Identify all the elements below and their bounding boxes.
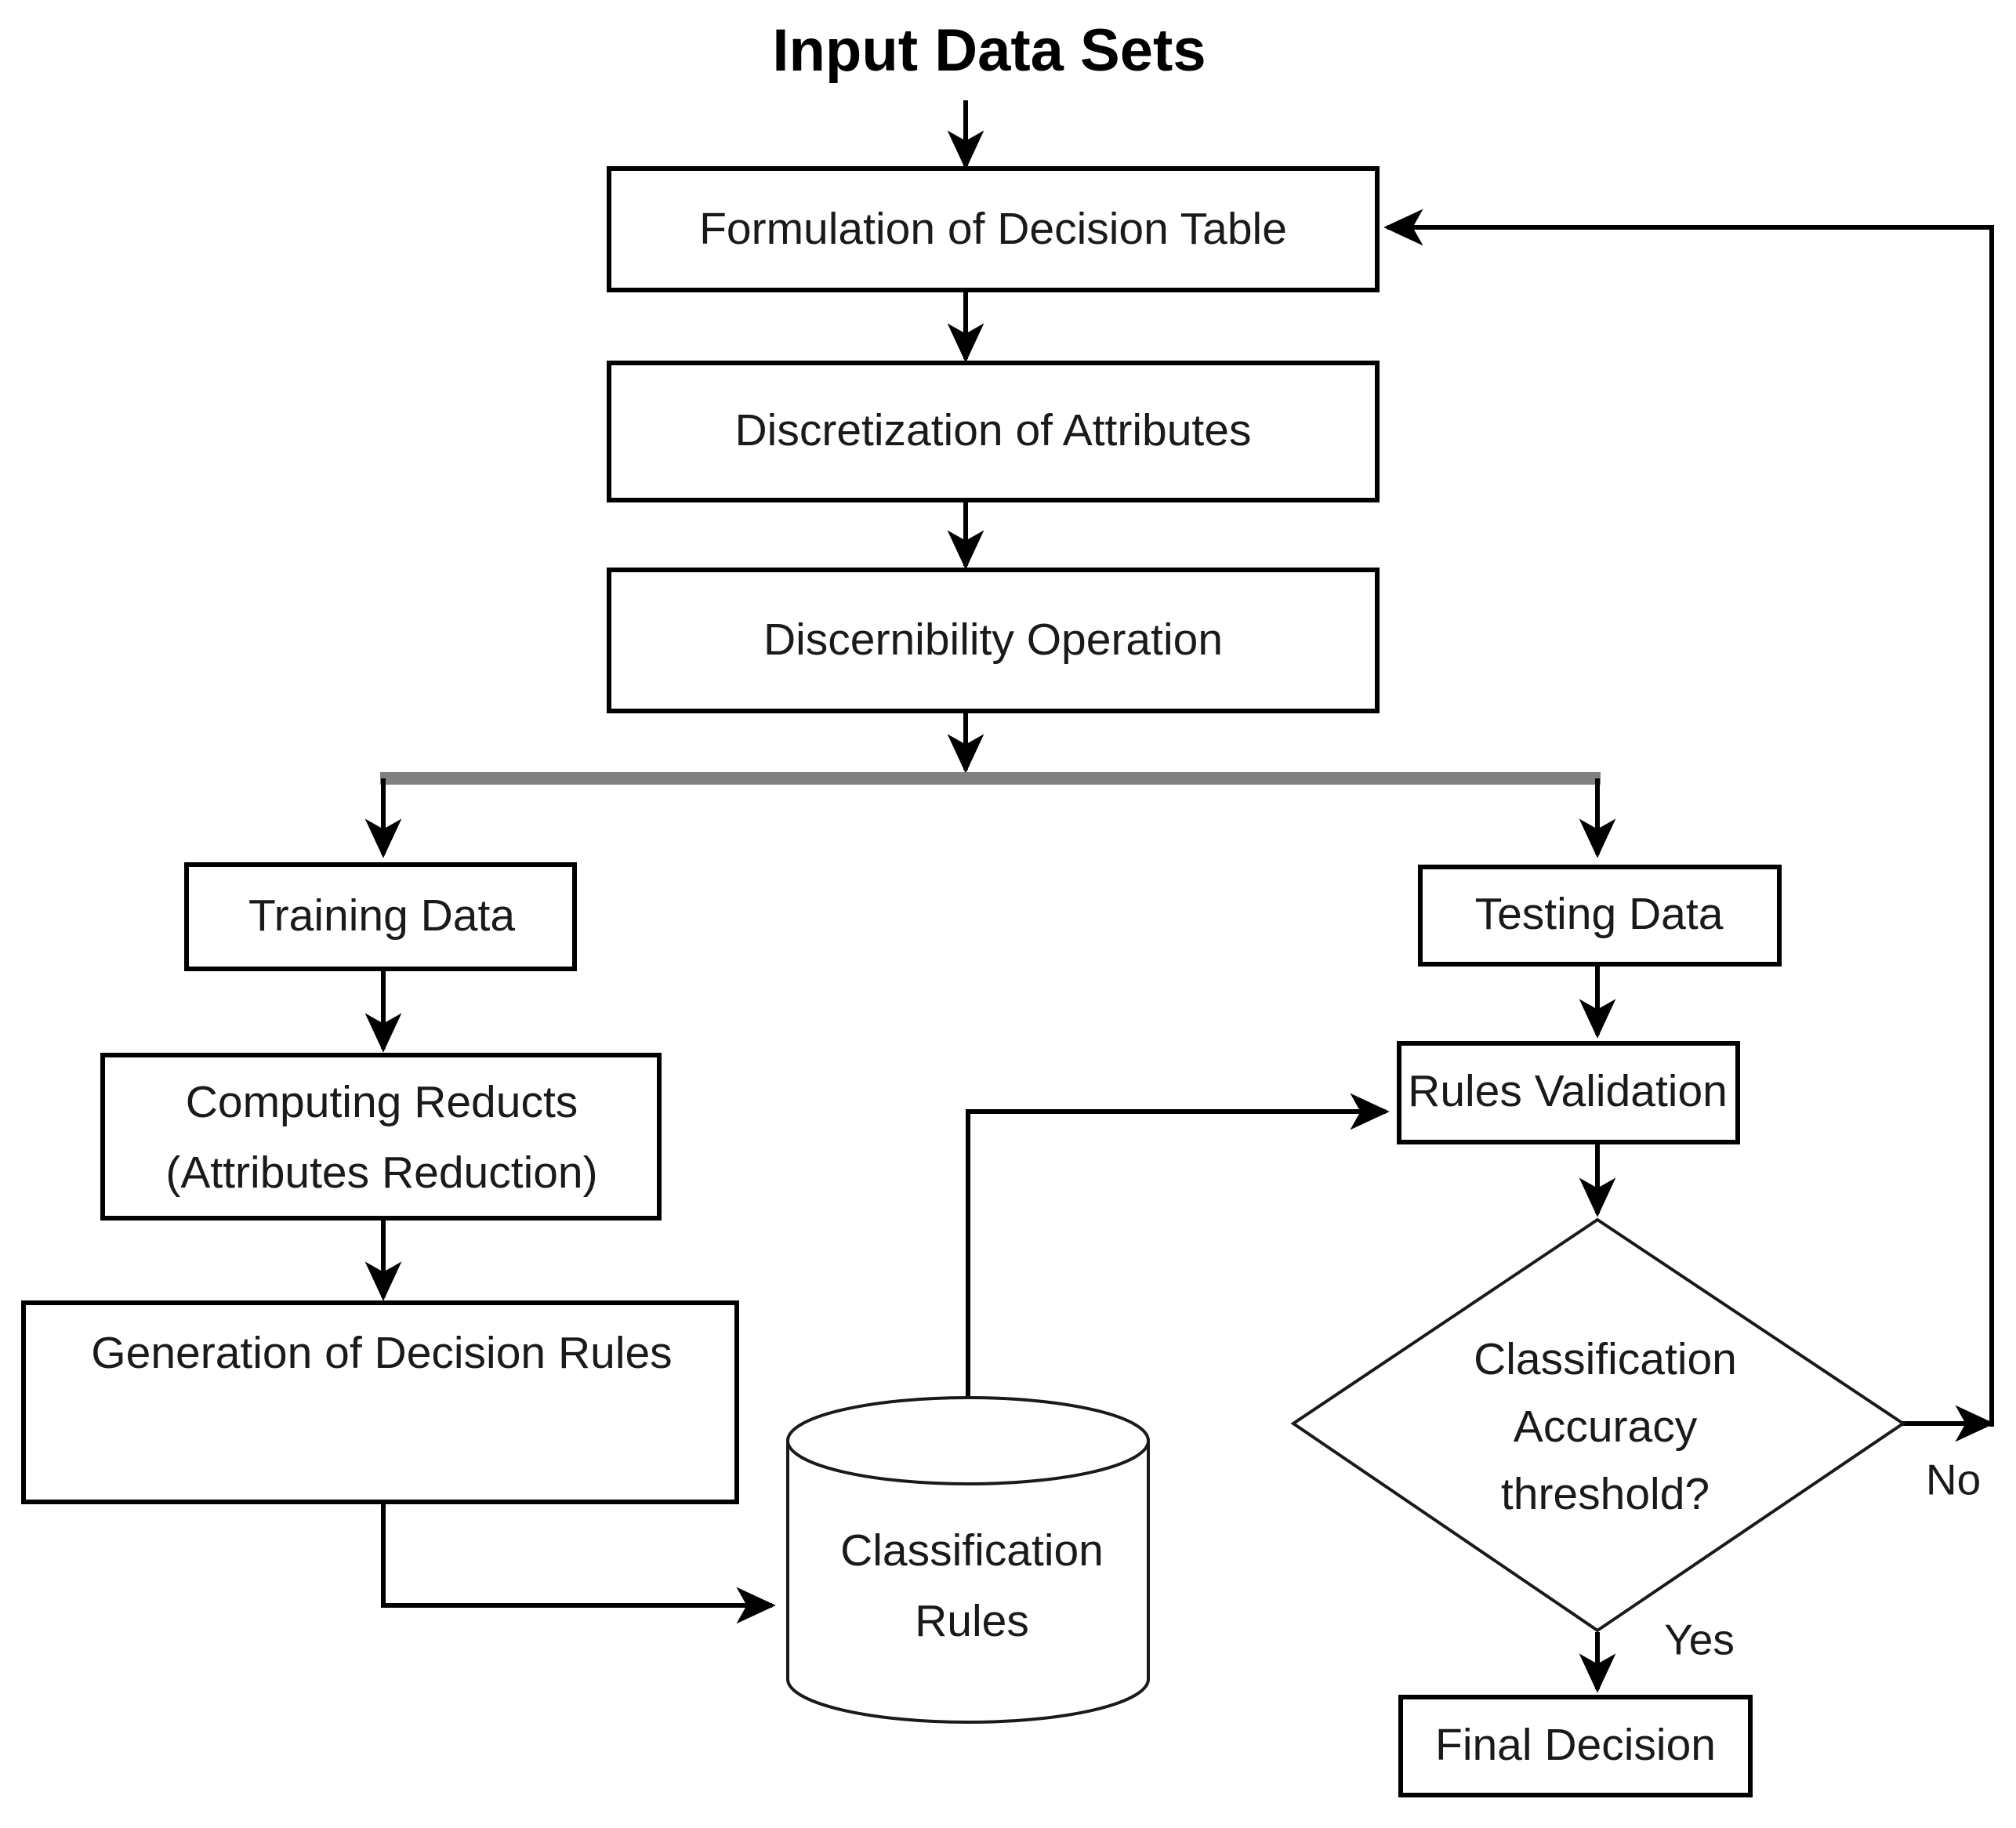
node-decision-label-line1: Classification xyxy=(1474,1334,1737,1384)
node-decision-diamond[interactable] xyxy=(1290,1217,1906,1633)
node-classification-rules-label-line2: Rules xyxy=(915,1596,1029,1646)
node-classification-rules-top xyxy=(786,1396,1150,1485)
node-final-label: Final Decision xyxy=(1435,1720,1716,1770)
node-final-box[interactable] xyxy=(1398,1695,1753,1797)
node-generation-box[interactable] xyxy=(21,1300,739,1504)
node-discernibility-box[interactable] xyxy=(607,568,1380,713)
node-testing-label: Testing Data xyxy=(1475,889,1724,939)
node-reducts-label-line1: Computing Reducts xyxy=(186,1077,578,1127)
node-testing-box[interactable] xyxy=(1418,865,1782,967)
edge-label-no: No xyxy=(1926,1456,1981,1504)
node-decision-label-line2: Accuracy xyxy=(1514,1402,1698,1452)
node-classification-rules-label-line1: Classification xyxy=(840,1525,1104,1576)
node-decision-label-line3: threshold? xyxy=(1501,1469,1710,1519)
node-reducts-label-line2: (Attributes Reduction) xyxy=(165,1148,597,1198)
page-title: Input Data Sets xyxy=(772,17,1206,84)
node-validation-label: Rules Validation xyxy=(1408,1066,1728,1116)
edge-classification-rules-to-validation xyxy=(966,1093,1390,1431)
node-validation-box[interactable] xyxy=(1397,1041,1740,1144)
node-discretization-box[interactable] xyxy=(607,361,1380,502)
node-discretization-label: Discretization of Attributes xyxy=(735,405,1252,455)
node-training-label: Training Data xyxy=(248,890,515,941)
node-discernibility-label: Discernibility Operation xyxy=(763,615,1223,665)
node-reducts-box[interactable] xyxy=(100,1053,662,1220)
node-classification-rules-cylinder[interactable] xyxy=(786,1439,1150,1724)
node-formulation-label: Formulation of Decision Table xyxy=(699,204,1287,254)
node-training-box[interactable] xyxy=(184,862,577,971)
node-formulation-box[interactable] xyxy=(607,166,1380,292)
edge-generation-to-classification-rules xyxy=(381,1503,776,1624)
edge-no-loop-back-to-formulation xyxy=(1383,209,1994,1427)
node-generation-label: Generation of Decision Rules xyxy=(91,1328,672,1378)
edge-label-yes: Yes xyxy=(1664,1616,1735,1664)
